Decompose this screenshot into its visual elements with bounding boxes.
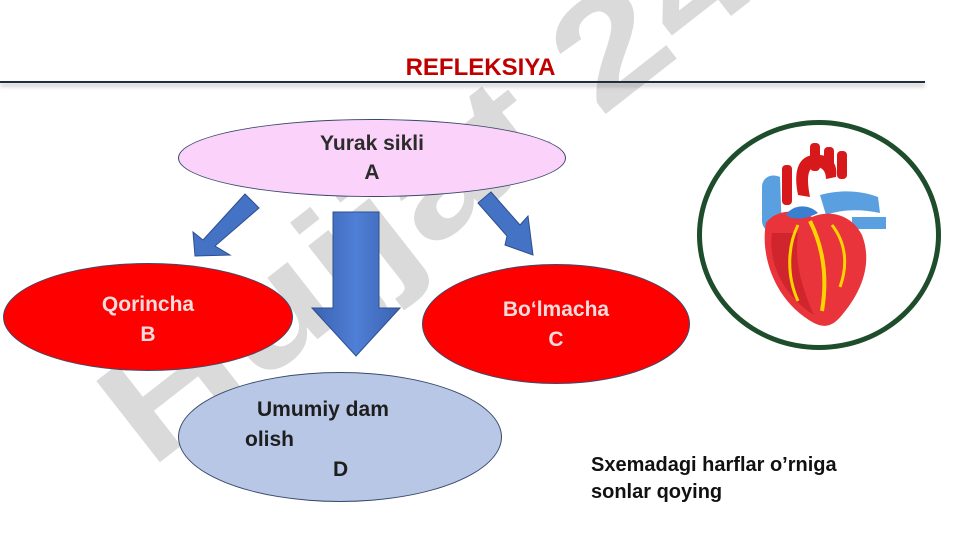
heart-icon (762, 143, 886, 326)
node-d-umumiy-dam-olish: Umumiy dam olish D (178, 372, 502, 502)
arrow-to-b (192, 193, 260, 257)
node-c-bolmacha: Bo‘lmacha C (422, 264, 690, 384)
node-a-label: Yurak sikli (320, 132, 424, 155)
instruction-text: Sxemadagi harflar o’rniga sonlar qoying (591, 452, 921, 506)
node-c-letter: C (548, 328, 564, 351)
instruction-line2: sonlar qoying (591, 481, 723, 503)
slide-title: REFLEKSIYA (405, 54, 556, 81)
arrow-to-c (477, 191, 534, 256)
arrow-to-d (310, 211, 402, 357)
node-d-label-line2: olish (245, 428, 295, 451)
node-d-label-line1: Umumiy dam (257, 398, 389, 421)
node-d-letter: D (333, 458, 349, 481)
node-b-letter: B (140, 323, 156, 346)
title-divider (0, 81, 925, 83)
instruction-line1: Sxemadagi harflar o’rniga (591, 454, 837, 476)
node-a-letter: A (364, 161, 380, 184)
node-b-qorincha: Qorincha B (3, 263, 293, 371)
node-a-yurak-sikli: Yurak sikli A (178, 119, 566, 197)
heart-image-frame (697, 120, 941, 350)
node-b-label: Qorincha (101, 293, 195, 316)
node-c-label: Bo‘lmacha (502, 298, 610, 321)
